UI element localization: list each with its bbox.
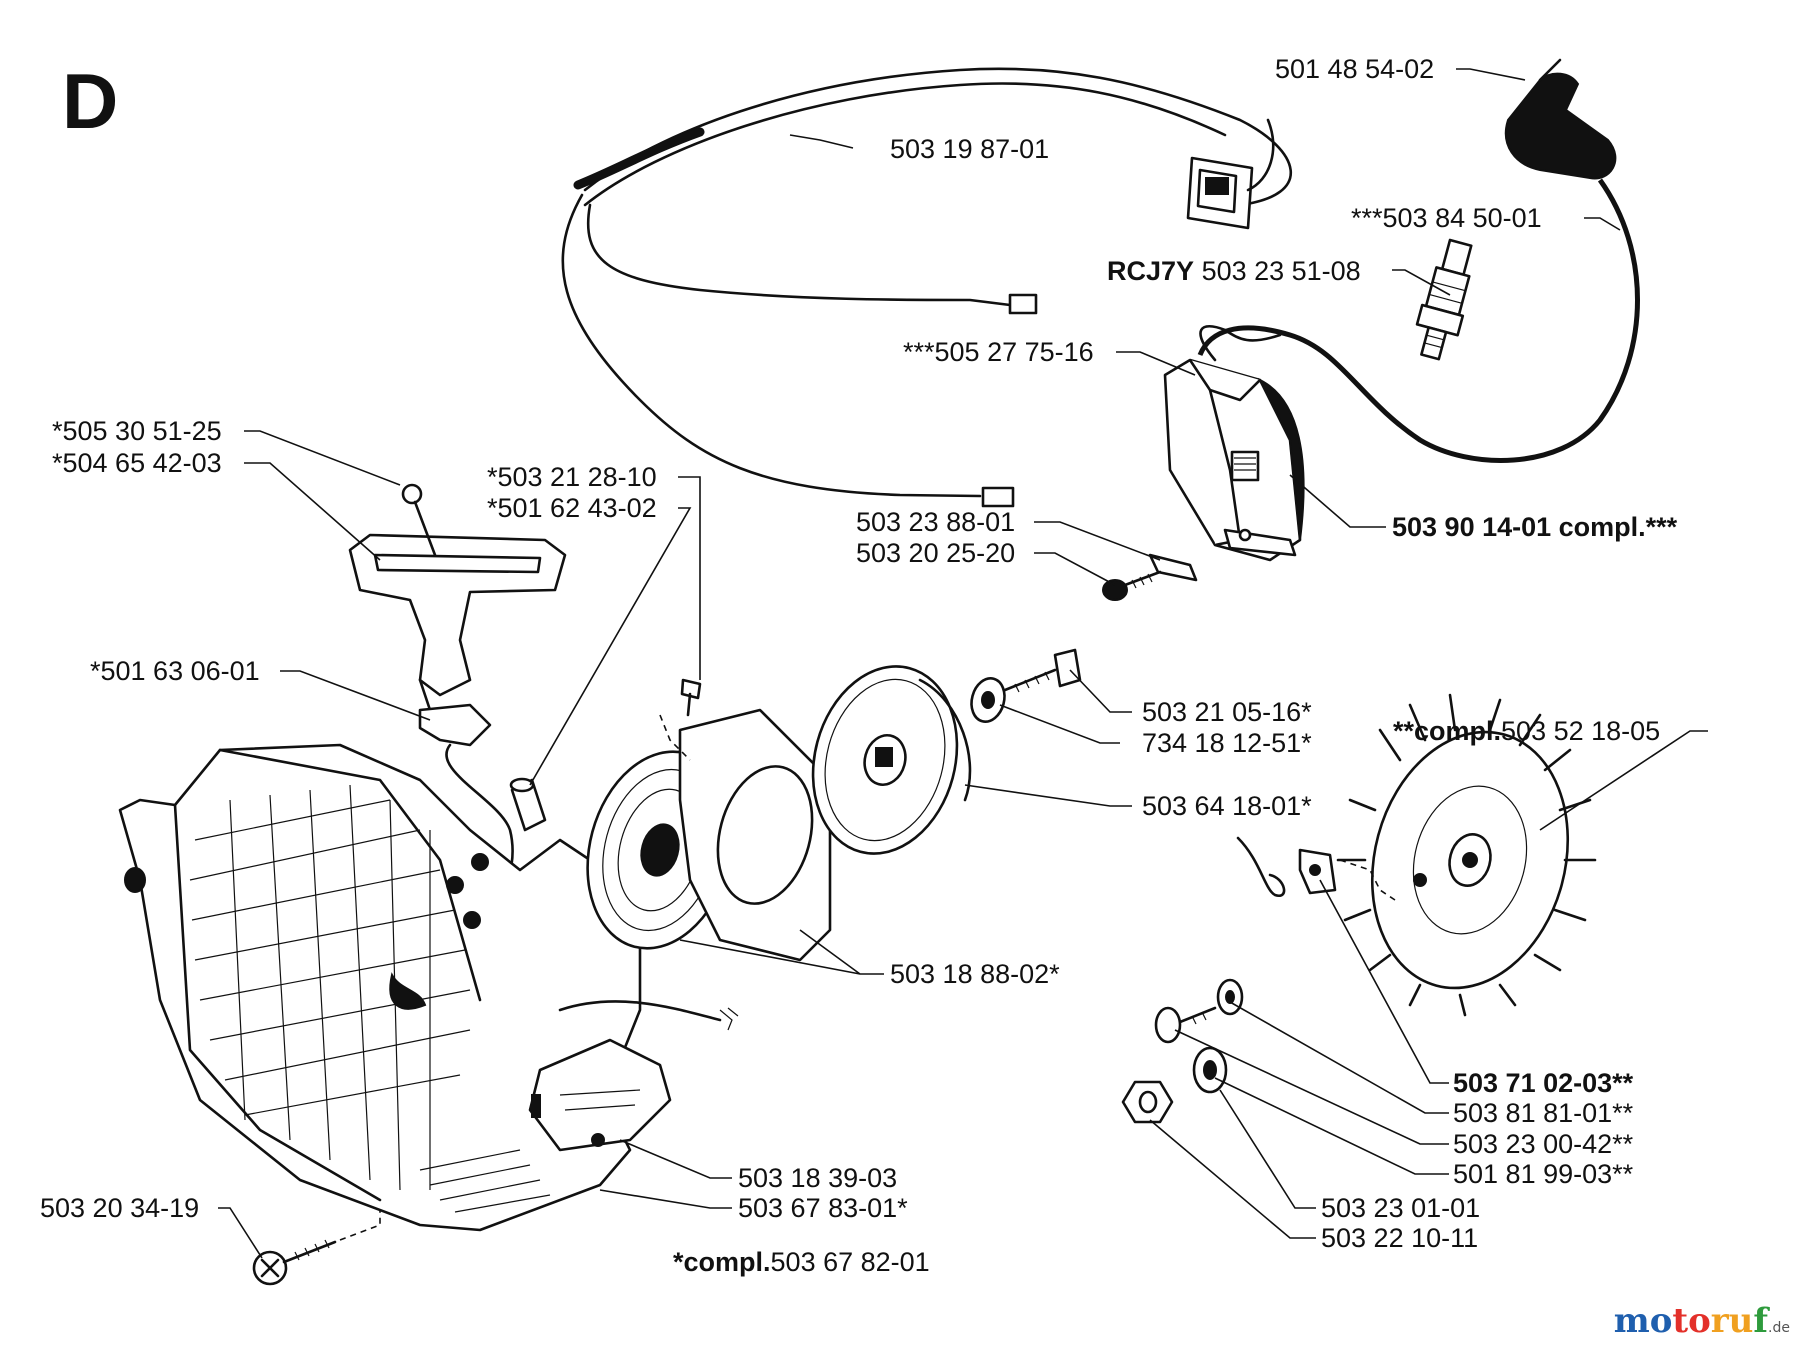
spark-plug-type: RCJ7Y [1107, 256, 1195, 286]
flywheel-icon [1336, 693, 1597, 1017]
part-number: 503 67 82-01 [770, 1247, 930, 1277]
part-label: RCJ7Y 503 23 51-08 [1107, 256, 1361, 286]
mounting-bracket-icon [528, 1038, 672, 1152]
part-label: *501 63 06-01 [90, 656, 260, 686]
part-label: 503 18 88-02* [890, 959, 1060, 989]
rope-pin-icon [401, 483, 423, 505]
part-number: 503 52 18-05 [1501, 716, 1661, 746]
starter-housing-icon [118, 743, 642, 1232]
screw-icon [1102, 570, 1162, 601]
part-label: ***505 27 75-16 [903, 337, 1094, 367]
pawl-spring-icon [1236, 836, 1286, 897]
part-label: 734 18 12-51* [1142, 728, 1312, 758]
part-label: ***503 84 50-01 [1351, 203, 1542, 233]
part-label: 503 22 10-11 [1321, 1223, 1479, 1253]
watermark-logo: motoruf.de [1613, 1301, 1790, 1341]
part-label: 503 71 02-03** [1453, 1068, 1634, 1098]
shoulder-screw-icon [1154, 1006, 1217, 1044]
screw-icon [680, 678, 702, 717]
part-label: 503 23 01-01 [1321, 1193, 1481, 1223]
stop-switch-icon [1186, 118, 1275, 230]
bushing-icon [509, 777, 547, 832]
hex-nut-icon [1121, 1080, 1174, 1124]
flywheel-dash-line [1339, 859, 1396, 901]
part-label: **compl.503 52 18-05 [1393, 716, 1660, 746]
high-tension-lead [1197, 178, 1640, 463]
spark-plug-boot-icon [1504, 58, 1617, 180]
section-letter: D [62, 57, 119, 145]
ignition-module-icon [1163, 324, 1305, 562]
part-label: 503 18 39-03 [738, 1163, 898, 1193]
ignition-wire-harness [561, 67, 1292, 508]
cable-clip-icon [1148, 553, 1198, 582]
washer-icon [1192, 1046, 1228, 1094]
part-label: *505 30 51-25 [52, 416, 222, 446]
part-number: 503 23 51-08 [1201, 256, 1361, 286]
rope-guide-icon [418, 703, 492, 747]
washer-icon [970, 677, 1006, 723]
part-label: 503 20 34-19 [40, 1193, 200, 1223]
starter-cover-plate-icon [659, 708, 832, 962]
washer-icon [1216, 978, 1244, 1016]
part-label: 503 19 87-01 [890, 134, 1050, 164]
part-label: *501 62 43-02 [487, 493, 657, 523]
part-label: *compl.503 67 82-01 [673, 1247, 930, 1277]
part-label: 501 81 99-03** [1453, 1159, 1634, 1189]
part-label: 503 67 83-01* [738, 1193, 908, 1223]
starter-handle-icon [348, 483, 567, 712]
part-label: 503 81 81-01** [1453, 1098, 1634, 1128]
part-label: *503 21 28-10 [487, 462, 657, 492]
part-label: 503 21 05-16* [1142, 697, 1312, 727]
complete-prefix: **compl. [1393, 716, 1502, 746]
leader-lines [218, 68, 1708, 1259]
starter-pulley-icon [811, 665, 972, 855]
ground-wire [558, 1000, 722, 1022]
screw-icon [1003, 648, 1082, 693]
part-label: 503 23 88-01 [856, 507, 1016, 537]
part-label: 503 20 25-20 [856, 538, 1016, 568]
part-label: 501 48 54-02 [1275, 54, 1435, 84]
part-label: 503 90 14-01 compl.*** [1392, 512, 1678, 542]
wire-terminal-connector-icon [1008, 293, 1038, 315]
part-label: *504 65 42-03 [52, 448, 222, 478]
spark-plug-icon [1415, 238, 1473, 361]
part-label: 503 64 18-01* [1142, 791, 1312, 821]
screw-icon [252, 1210, 381, 1286]
wire-terminal-connector-icon [981, 486, 1015, 508]
part-label: 503 23 00-42** [1453, 1129, 1634, 1159]
complete-prefix: *compl. [673, 1247, 771, 1277]
